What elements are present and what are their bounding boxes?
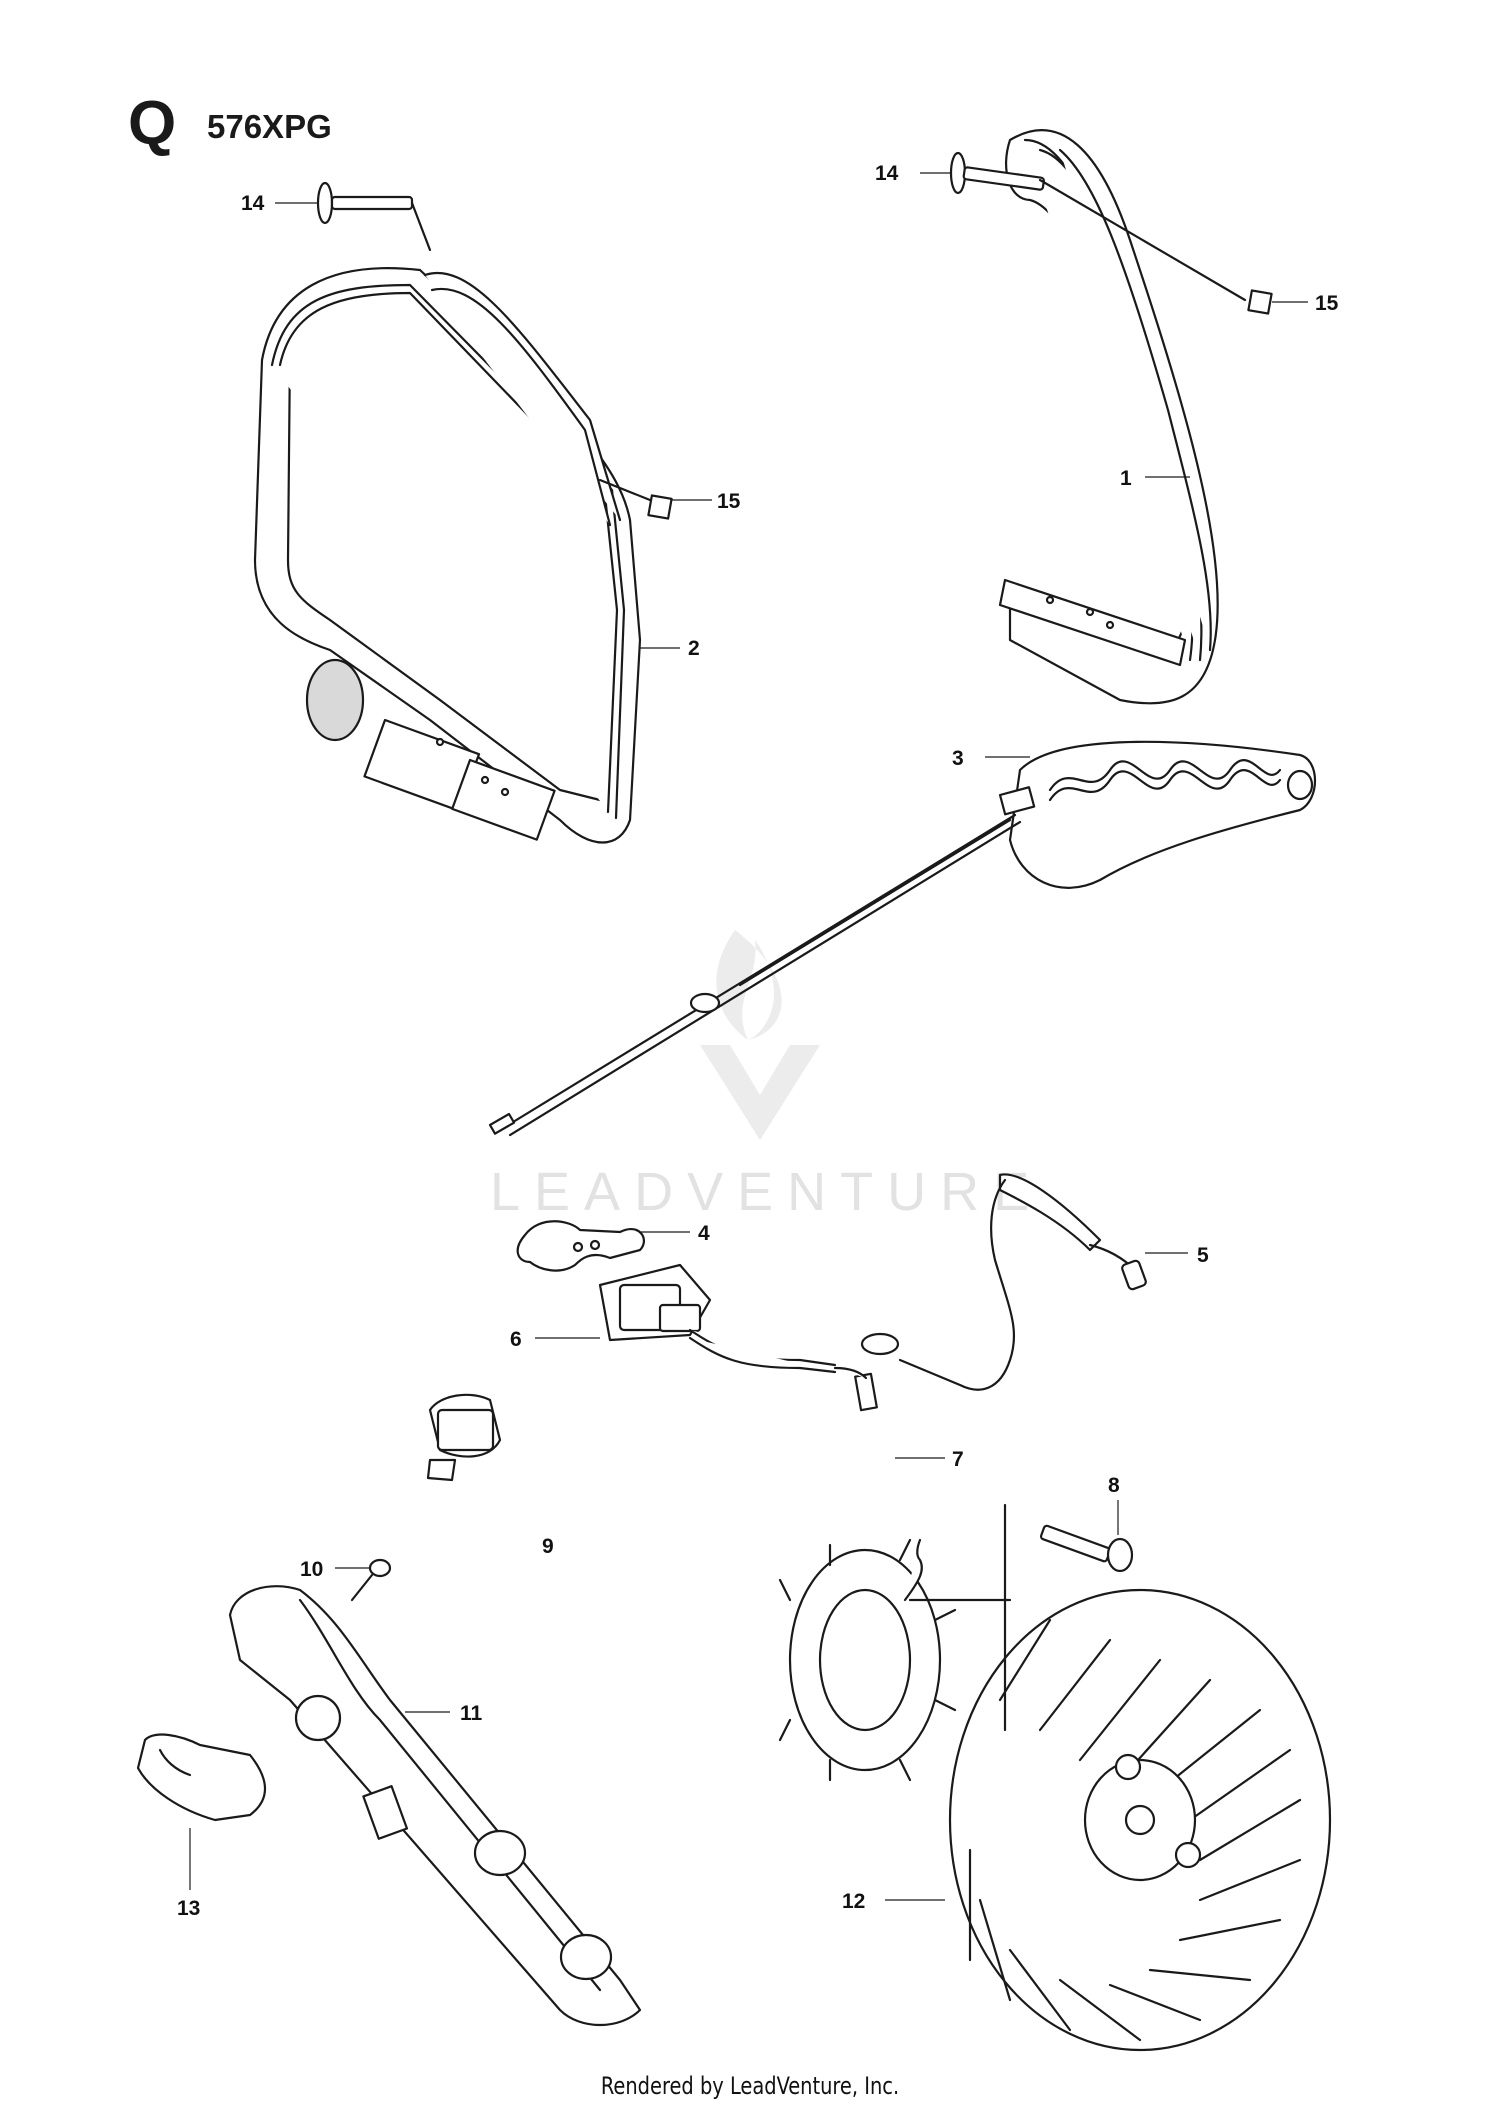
part-15-nut-left [598, 478, 673, 520]
part-11-handle-housing [228, 1585, 642, 2027]
part-15-nut-right [1247, 289, 1273, 315]
part-10-screw [350, 1558, 392, 1602]
part-12-flywheel [948, 1588, 1332, 2052]
part-1-rear-handle [998, 129, 1219, 705]
part-4-bracket [516, 1220, 645, 1272]
callout-13: 13 [177, 1897, 200, 1920]
callout-10: 10 [300, 1558, 323, 1581]
model-title: 576XPG [207, 108, 332, 145]
callout-2: 2 [688, 637, 700, 660]
leader-lines [189, 172, 1308, 1901]
callout-15-right: 15 [1315, 292, 1339, 315]
leadventure-watermark: LEADVENTURE [490, 930, 1043, 1222]
callout-4: 4 [698, 1222, 710, 1245]
footer-credit: Rendered by LeadVenture, Inc. [600, 2072, 900, 2100]
part-coil-ring [778, 1503, 1012, 1782]
callout-5: 5 [1197, 1244, 1209, 1267]
callout-6: 6 [510, 1328, 522, 1351]
callout-7: 7 [952, 1448, 964, 1471]
callout-12: 12 [842, 1890, 865, 1913]
callouts: 14 14 15 15 1 2 3 4 5 6 7 8 9 10 11 12 1… [177, 162, 1339, 1920]
callout-9: 9 [542, 1535, 554, 1558]
part-6-switch [598, 1263, 878, 1412]
part-2-handle-bar [253, 267, 642, 844]
section-letter: Q [128, 89, 177, 158]
callout-3: 3 [952, 747, 964, 770]
part-13-cover [136, 1733, 266, 1822]
callout-1: 1 [1120, 467, 1132, 490]
callout-8: 8 [1108, 1474, 1120, 1497]
part-8-screw [1039, 1524, 1134, 1573]
part-14-bolt-left [316, 181, 432, 252]
part-5-wire-connector [860, 1173, 1147, 1391]
callout-14-left: 14 [241, 192, 265, 215]
callout-11: 11 [460, 1702, 483, 1725]
part-14-bolt-right [949, 151, 1247, 302]
callout-14-right: 14 [875, 162, 899, 185]
part-3-handle-heater [488, 740, 1317, 1137]
callout-15-left: 15 [717, 490, 741, 513]
watermark-text: LEADVENTURE [490, 1162, 1043, 1222]
part-9-switch-module [426, 1393, 502, 1482]
